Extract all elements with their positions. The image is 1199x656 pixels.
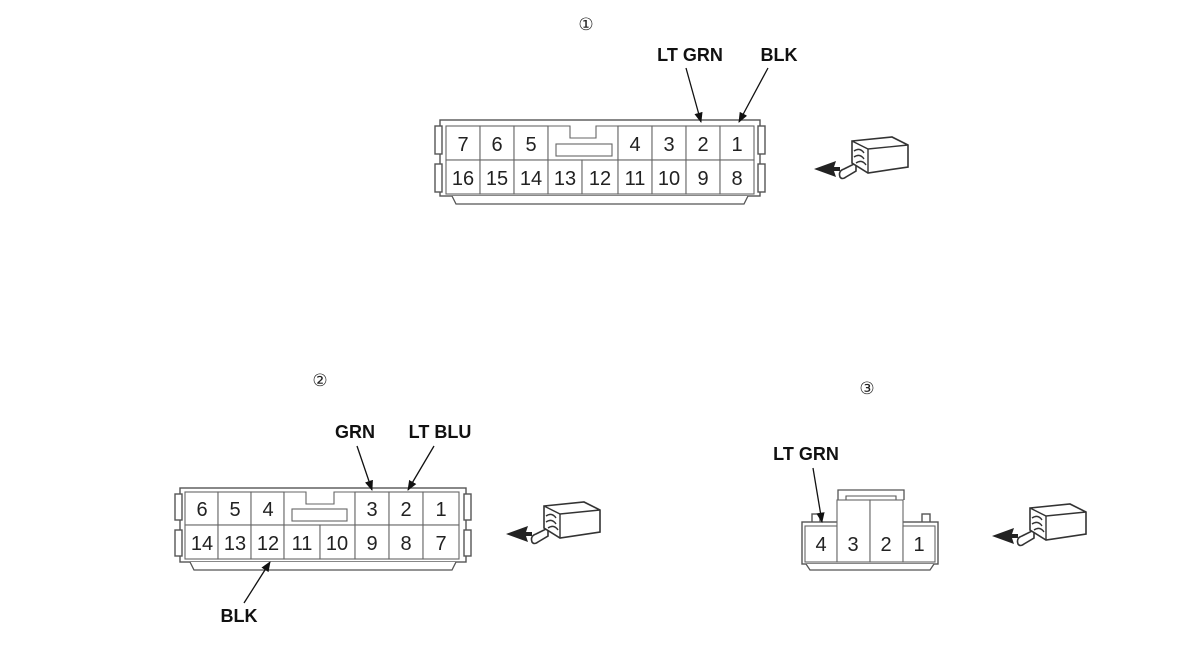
connector-2-wire-leader-lt-blu: [407, 445, 435, 491]
connector-2-base: [189, 561, 457, 571]
connector-2-pin-cell: [250, 524, 285, 560]
connector-view-arrow-icon: [991, 503, 1087, 547]
connector-3-pin-cell: [804, 525, 838, 563]
connector-3: ③ 4 3 2 1 LT GRN: [773, 379, 1087, 571]
connector-2-wire-label-lt-blu: LT BLU: [409, 422, 472, 442]
connector-2-pin-label: 13: [224, 533, 246, 555]
connector-2-pin-cell: [388, 491, 424, 526]
connector-1-wire-label-blk: BLK: [761, 45, 798, 65]
connector-2-pin-label: 2: [400, 499, 411, 521]
connector-2-latch-left: [174, 493, 183, 521]
connector-1-pin-label: 4: [629, 134, 640, 156]
connector-2-wire-label-blk: BLK: [221, 606, 258, 626]
connector-2-wire-label-grn: GRN: [335, 422, 375, 442]
connector-3-wire-label-lt-grn: LT GRN: [773, 444, 839, 464]
connector-2-pin-label: 5: [229, 499, 240, 521]
connector-1-pin-label: 15: [486, 168, 508, 190]
connector-1-key-tab: [555, 143, 613, 157]
connector-2-pin-label: 4: [262, 499, 273, 521]
connector-1-pin-label: 7: [457, 134, 468, 156]
connector-2-pin-cell: [422, 524, 460, 560]
connector-2-latch-right: [463, 493, 472, 521]
connector-2-pin-label: 14: [191, 533, 213, 555]
connector-1-pin-cell: [651, 159, 687, 195]
connector-2-latch-right-2: [463, 529, 472, 557]
connector-2-number: ②: [312, 371, 327, 391]
connector-3-pin-cell: [869, 499, 904, 563]
connector-3-pin-cell: [902, 525, 936, 563]
connector-1-pin-label: 10: [658, 168, 680, 190]
connector-3-base: [805, 563, 935, 571]
connector-1-wire-leader-blk: [738, 67, 769, 123]
connector-1-latch-left: [434, 125, 443, 155]
connector-1-pin-label: 13: [554, 168, 576, 190]
connector-1-wire-leader-lt-grn: [685, 67, 703, 124]
connector-1-pin-cell: [719, 125, 755, 161]
connector-2-pin-label: 7: [435, 533, 446, 555]
connector-1-pin-cell: [479, 159, 515, 195]
connector-3-wire-leader-lt-grn: [812, 467, 825, 524]
connector-1-pin-label: 11: [625, 168, 646, 190]
connector-1: ① 7 6 5 4 3 2 1 16 15: [434, 15, 909, 205]
connector-2-pin-cell: [388, 524, 424, 560]
connector-1-latch-left-2: [434, 163, 443, 193]
connector-1-pin-cell: [445, 125, 481, 161]
connector-1-latch-right: [757, 125, 766, 155]
connector-2-pin-label: 8: [400, 533, 411, 555]
connector-1-pin-cell: [651, 125, 687, 161]
connector-1-pin-cell: [719, 159, 755, 195]
connector-1-pin-cell: [547, 159, 583, 195]
connector-3-pin-label: 1: [913, 534, 924, 556]
connector-1-pin-label: 14: [520, 168, 542, 190]
connector-2-pin-cell: [184, 524, 219, 560]
connector-2-pin-cell: [217, 524, 252, 560]
connector-2-pin-label: 12: [257, 533, 279, 555]
connector-1-pin-label: 6: [491, 134, 502, 156]
connector-1-pin-label: 16: [452, 168, 474, 190]
connector-view-arrow-icon: [505, 501, 601, 545]
connector-2-pin-label: 3: [366, 499, 377, 521]
connector-2-key-tab: [291, 508, 348, 522]
connector-1-pin-label: 3: [663, 134, 674, 156]
connector-3-lock-hood: [837, 489, 905, 500]
connector-1-pin-label: 5: [525, 134, 536, 156]
connector-2-pin-label: 10: [326, 533, 348, 555]
connector-1-latch-right-2: [757, 163, 766, 193]
connector-1-pin-label: 8: [731, 168, 742, 190]
connector-1-number: ①: [578, 15, 593, 35]
connector-2-pin-label: 11: [292, 533, 313, 555]
connector-1-pin-label: 9: [697, 168, 708, 190]
connector-2-wire-leader-blk: [243, 561, 271, 604]
connector-3-pin-label: 3: [847, 534, 858, 556]
connector-1-pin-cell: [685, 125, 721, 161]
connector-1-wire-label-lt-grn: LT GRN: [657, 45, 723, 65]
connector-2-pin-cell: [319, 524, 356, 560]
connector-2-pin-cell: [422, 491, 460, 526]
connector-2-pin-label: 9: [366, 533, 377, 555]
connector-3-pin-label: 4: [815, 534, 826, 556]
connector-1-pin-label: 12: [589, 168, 611, 190]
connector-2: ② 6 5 4 3 2 1 14 13 12 11 10 9 8: [174, 371, 601, 626]
connector-2-wire-leader-grn: [356, 445, 373, 491]
connector-1-pin-label: 2: [697, 134, 708, 156]
connector-2-pin-cell: [217, 491, 252, 526]
connector-view-arrow-icon: [813, 136, 909, 180]
connector-3-number: ③: [859, 379, 874, 399]
connector-2-pin-cell: [283, 524, 321, 560]
connector-1-pin-cell: [617, 159, 653, 195]
connector-2-pin-label: 6: [196, 499, 207, 521]
connector-3-lock-hood-inner: [845, 495, 897, 500]
connector-2-latch-left-2: [174, 529, 183, 557]
connector-3-pin-label: 2: [880, 534, 891, 556]
connector-1-base: [451, 195, 749, 205]
connector-1-pin-label: 1: [731, 134, 742, 156]
connector-2-pin-label: 1: [435, 499, 446, 521]
